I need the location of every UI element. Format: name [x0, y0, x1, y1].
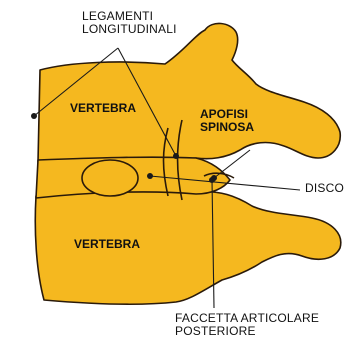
label-legamenti-line1: LEGAMENTI [82, 10, 177, 23]
upper-vertebra-shape [38, 23, 340, 162]
label-vertebra-bottom: VERTEBRA [74, 238, 140, 251]
label-faccetta: FACCETTA ARTICOLARE POSTERIORE [175, 312, 319, 337]
label-apofisi: APOFISI SPINOSA [200, 108, 254, 133]
label-vertebra-top: VERTEBRA [70, 102, 136, 115]
label-apofisi-line2: SPINOSA [200, 121, 254, 134]
label-faccetta-line2: POSTERIORE [175, 325, 319, 338]
disc-nucleus-shape [82, 160, 138, 196]
label-faccetta-line1: FACCETTA ARTICOLARE [175, 312, 319, 325]
label-legamenti-line2: LONGITUDINALI [82, 23, 177, 36]
label-legamenti: LEGAMENTI LONGITUDINALI [82, 10, 177, 35]
label-disco: DISCO [305, 182, 344, 195]
label-apofisi-line1: APOFISI [200, 108, 254, 121]
